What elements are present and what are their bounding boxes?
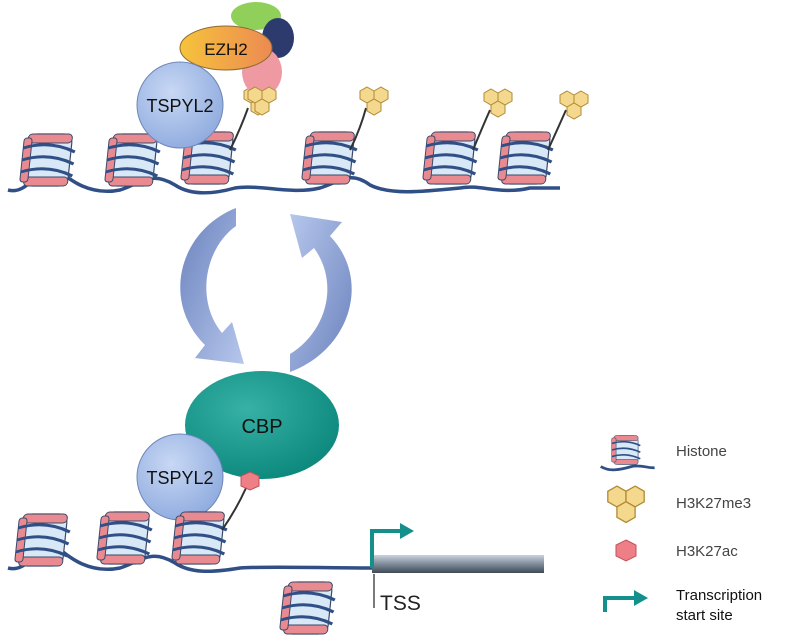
legend-label-h3k27me3: H3K27me3 (676, 495, 751, 512)
h3k27me3-icon (607, 485, 645, 524)
histone-icon (599, 434, 655, 472)
histone (94, 510, 156, 566)
legend-item-h3k27me3: H3K27me3 (607, 485, 751, 524)
tss-arrow (370, 529, 402, 568)
legend-label-h3k27ac: H3K27ac (676, 543, 738, 560)
top-tspyl2: TSPYL2 (136, 61, 224, 149)
histone (12, 512, 74, 568)
ezh2-label: EZH2 (204, 40, 247, 59)
evicted-histone (277, 580, 339, 636)
ezh2-subunit (179, 25, 273, 71)
legend: Histone H3K27me3 H3K27ac Transcription s… (599, 434, 762, 624)
tss-label: TSS (380, 592, 421, 615)
histone (102, 132, 164, 188)
histone (495, 130, 557, 186)
h3k27ac-icon (615, 539, 637, 562)
h3k27ac-mark (240, 471, 260, 491)
prc2-complex: EZH2 (179, 2, 294, 96)
histone (169, 510, 231, 566)
cbp-protein: CBP (185, 371, 339, 479)
legend-label-tss-line1: Transcription (676, 587, 762, 604)
gene-body (372, 555, 544, 573)
legend-item-tss: Transcription start site (603, 587, 762, 624)
cycle-arrows (180, 208, 352, 372)
bottom-chromatin: TSS (7, 471, 544, 636)
legend-label-tss-line2: start site (676, 607, 733, 624)
tss-arrow-icon (603, 590, 648, 612)
cycle-arrow-up (290, 214, 352, 372)
cycle-arrow-down (180, 208, 244, 364)
histone (299, 130, 361, 186)
legend-item-h3k27ac: H3K27ac (615, 539, 738, 562)
top-chromatin (7, 86, 589, 195)
bottom-tspyl2: TSPYL2 (136, 433, 224, 521)
histone (17, 132, 79, 188)
legend-label-histone: Histone (676, 443, 727, 460)
top-tspyl2-label: TSPYL2 (146, 96, 213, 116)
cbp-label: CBP (241, 416, 282, 438)
histone (420, 130, 482, 186)
top-dna-strand (7, 166, 560, 195)
bottom-tspyl2-label: TSPYL2 (146, 468, 213, 488)
legend-item-histone: Histone (599, 434, 727, 472)
